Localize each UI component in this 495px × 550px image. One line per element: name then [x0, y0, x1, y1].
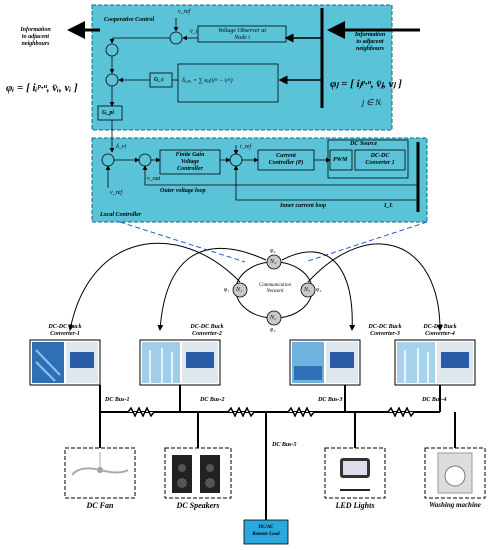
inner-loop-label: Inner current loop — [280, 203, 327, 209]
vout-label: v_out — [147, 176, 161, 182]
sum-junction-6 — [229, 153, 243, 167]
node-n4 — [266, 254, 282, 270]
node-n1-label: N₁ — [236, 287, 243, 293]
vbar-top: v̄_i — [190, 29, 198, 35]
delta-formula-block — [177, 63, 279, 103]
sum-junction-4 — [101, 153, 115, 167]
vref-local: v_ref — [110, 190, 123, 196]
j-in-n: j ∈ Nᵢ — [362, 98, 382, 107]
vref-top: v_ref — [178, 9, 191, 15]
bus-3-label: DC Bus-3 — [318, 397, 343, 403]
phi2-label: φ₂ — [270, 327, 276, 333]
bus-1-label: DC Bus-1 — [105, 397, 130, 403]
gc-label: G_c — [154, 77, 164, 83]
washing-machine-label: Washing machine — [429, 501, 481, 509]
node-n3-label: N₃ — [304, 287, 311, 293]
remote-load-box — [243, 519, 289, 545]
sum-junction-5 — [138, 153, 152, 167]
converter-1-image — [29, 339, 101, 386]
sum-junction-3 — [105, 73, 119, 87]
phi-j: φⱼ = [ iⱼᵖ·ᵘ, v̄ⱼ, vⱼ ] — [330, 78, 402, 90]
node-n1 — [232, 282, 248, 298]
bus-4-label: DC Bus-4 — [422, 397, 447, 403]
delta-vi: δ_vi — [116, 144, 127, 150]
dc-source-label: DC Source — [350, 141, 378, 147]
il-label: I_L — [384, 203, 393, 209]
node-n3 — [300, 282, 316, 298]
node-n2 — [266, 310, 282, 326]
pwm-label: PWM — [333, 157, 348, 163]
converter-3-image — [289, 339, 361, 386]
sum-junction-1 — [169, 31, 183, 45]
node-n4-label: N₄ — [270, 259, 277, 265]
phi3-label: φ₃ — [316, 287, 322, 293]
led-lights-label: LED Lights — [335, 501, 375, 510]
dcdc-converter-block — [354, 149, 406, 171]
finite-gain-block — [159, 149, 221, 175]
sum-junction-2 — [105, 43, 119, 57]
cooperative-control-label: Cooperative Control — [104, 17, 155, 23]
phi1-label: φ₁ — [224, 287, 230, 293]
bus-5-label: DC Bus-5 — [272, 442, 297, 448]
bus-2-label: DC Bus-2 — [200, 397, 225, 403]
delta-formula: δᵢ,ₚᵤ = ∑ aᵢⱼ(iⱼᵖᵘ − iᵢᵖᵘ) — [182, 78, 233, 84]
outer-loop-label: Outer voltage loop — [160, 188, 206, 194]
dc-speakers-label: DC Speakers — [176, 501, 220, 510]
dc-fan-label: DC Fan — [86, 501, 114, 510]
iref-label: i_ref — [240, 144, 252, 150]
converter-2-image — [139, 339, 221, 386]
converter-4-image — [394, 339, 476, 386]
node-n2-label: N₂ — [270, 315, 277, 321]
local-controller-label: Local Controller — [100, 212, 142, 218]
phi4-label: φ₄ — [270, 248, 276, 254]
gpi-label: G_pi — [102, 110, 114, 116]
phi-i: φᵢ = [ iᵢᵖ·ᵘ, v̄ᵢ, vᵢ ] — [6, 82, 78, 94]
